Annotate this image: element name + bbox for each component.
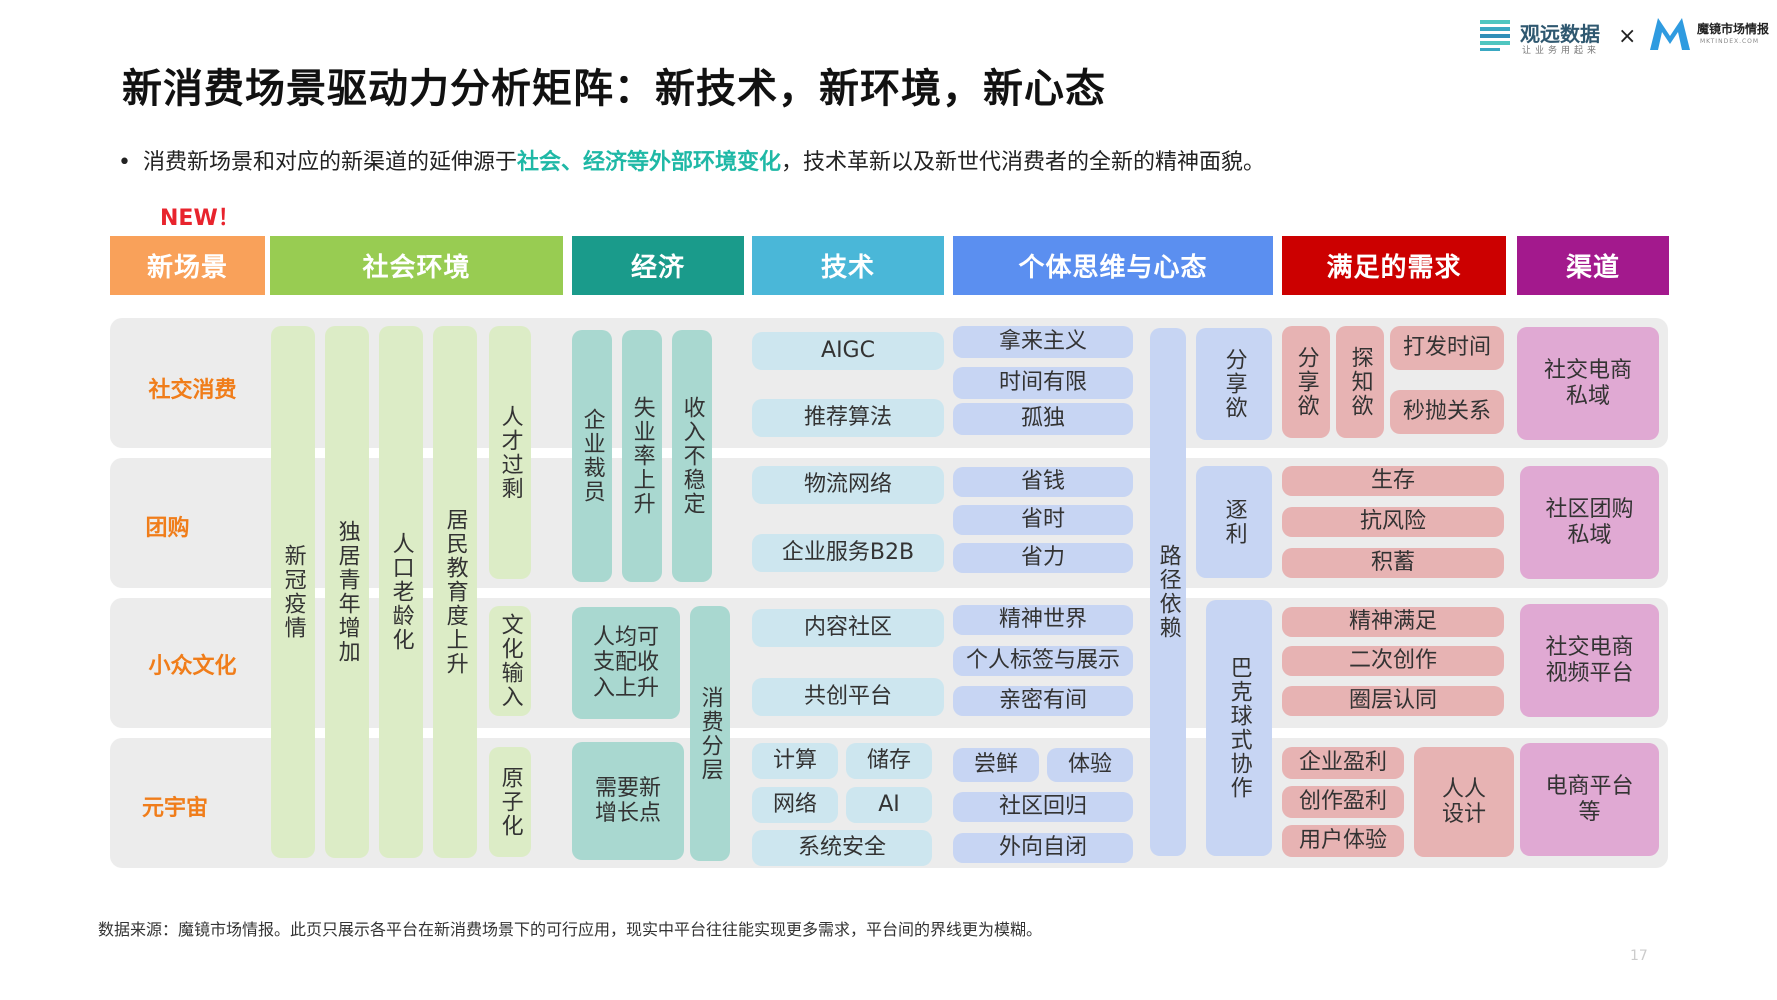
mindset-desire-share: 分享欲: [1196, 328, 1272, 440]
needs-instant-relation: 秒抛关系: [1390, 390, 1504, 434]
needs-risk-resist: 抗风险: [1282, 507, 1504, 537]
tech-cocreation: 共创平台: [752, 678, 944, 716]
mktindex-logo-subtitle: MKTINDEX.COM: [1700, 38, 1760, 45]
guanyuan-logo-text: 观远数据: [1520, 22, 1600, 46]
needs-spirit-satisfy: 精神满足: [1282, 607, 1504, 637]
social-env-education: 居民教育度上升: [433, 326, 477, 858]
needs-creator-profit: 创作盈利: [1282, 786, 1404, 818]
economy-layoffs: 企业裁员: [572, 330, 612, 582]
mindset-experience: 体验: [1047, 748, 1133, 782]
tech-logistics: 物流网络: [752, 466, 944, 504]
mindset-loneliness: 孤独: [953, 403, 1133, 435]
mindset-spiritual-world: 精神世界: [953, 605, 1133, 635]
guanyuan-logo-icon: [1478, 18, 1512, 52]
economy-unemployment: 失业率上升: [622, 330, 662, 582]
needs-enterprise-profit: 企业盈利: [1282, 747, 1404, 779]
mindset-save-money: 省钱: [953, 467, 1133, 497]
new-badge: NEW！: [160, 206, 240, 231]
mindset-personal-tags: 个人标签与展示: [953, 646, 1133, 676]
row-label-group-buy: 团购: [145, 516, 190, 541]
row-label-metaverse: 元宇宙: [141, 796, 208, 821]
needs-everyone-design: 人人设计: [1414, 747, 1514, 857]
source-footnote: 数据来源：魔镜市场情报。此页只展示各平台在新消费场景下的可行应用，现实中平台往往…: [98, 920, 1043, 939]
guanyuan-logo-subtitle: 让业务用起来: [1522, 46, 1601, 56]
mktindex-logo-text: 魔镜市场情报: [1697, 22, 1770, 36]
mindset-try-new: 尝鲜: [953, 748, 1039, 782]
needs-secondary-creation: 二次创作: [1282, 646, 1504, 676]
needs-share: 分享欲: [1282, 326, 1330, 438]
needs-kill-time: 打发时间: [1390, 326, 1504, 370]
bullet-text-pre: 消费新场景和对应的新渠道的延伸源于: [142, 150, 517, 175]
header-channel: 渠道: [1517, 236, 1669, 295]
tech-compute: 计算: [752, 743, 838, 779]
channel-community-groupbuy-private: 社区团购私域: [1520, 466, 1659, 579]
social-env-aging: 人口老龄化: [379, 326, 423, 858]
mindset-barker-collab: 巴克球式协作: [1206, 600, 1272, 856]
mindset-profit-seeking: 逐利: [1196, 466, 1272, 578]
mindset-limited-time: 时间有限: [953, 367, 1133, 399]
channel-ecommerce-platforms: 电商平台等: [1520, 743, 1659, 856]
mindset-community-return: 社区回归: [953, 792, 1133, 822]
tech-storage: 储存: [846, 743, 932, 779]
economy-growth-point: 需要新增长点: [572, 742, 684, 860]
header-scene: 新场景: [110, 236, 265, 295]
tech-recommend-algorithm: 推荐算法: [752, 399, 944, 437]
social-env-single-youth: 独居青年增加: [325, 326, 369, 858]
summary-bullet: • 消费新场景和对应的新渠道的延伸源于社会、经济等外部环境变化，技术革新以及新世代…: [118, 144, 1265, 176]
bullet-text-post: ，技术革新以及新世代消费者的全新的精神面貌。: [781, 150, 1266, 175]
header-tech: 技术: [752, 236, 944, 295]
header-mindset: 个体思维与心态: [953, 236, 1273, 295]
social-env-culture-export: 文化输入: [489, 606, 531, 716]
tech-network: 网络: [752, 787, 838, 823]
social-env-covid: 新冠疫情: [271, 326, 315, 858]
mindset-save-effort: 省力: [953, 543, 1133, 573]
economy-income-instability: 收入不稳定: [672, 330, 712, 582]
needs-savings: 积蓄: [1282, 548, 1504, 578]
needs-user-experience: 用户体验: [1282, 825, 1404, 857]
social-env-talent-surplus: 人才过剩: [489, 326, 531, 579]
economy-income-rise: 人均可支配收入上升: [572, 607, 680, 719]
needs-circle-identity: 圈层认同: [1282, 686, 1504, 716]
economy-consumption-tiering: 消费分层: [690, 606, 730, 861]
tech-content-community: 内容社区: [752, 609, 944, 647]
page-title: 新消费场景驱动力分析矩阵：新技术，新环境，新心态: [122, 66, 1106, 112]
row-label-social: 社交消费: [148, 378, 237, 403]
mindset-outward-closed: 外向自闭: [953, 833, 1133, 863]
header-economy: 经济: [572, 236, 744, 295]
bullet-highlight: 社会、经济等外部环境变化: [517, 150, 782, 175]
bullet-dot: •: [118, 150, 131, 175]
social-env-atomization: 原子化: [489, 747, 531, 857]
page-number: 17: [1630, 948, 1648, 964]
tech-ai: AI: [846, 787, 932, 823]
needs-survival: 生存: [1282, 466, 1504, 496]
times-symbol: ×: [1618, 24, 1637, 49]
mindset-save-time: 省时: [953, 505, 1133, 535]
row-label-niche: 小众文化: [148, 654, 237, 679]
mindset-intimacy: 亲密有间: [953, 686, 1133, 716]
channel-social-ecommerce-video: 社交电商视频平台: [1520, 604, 1659, 717]
channel-social-ecommerce-private: 社交电商私域: [1517, 327, 1659, 440]
mktindex-logo-icon: [1648, 14, 1692, 52]
mindset-path-dependence: 路径依赖: [1150, 328, 1186, 856]
mindset-grabism: 拿来主义: [953, 326, 1133, 358]
header-needs: 满足的需求: [1282, 236, 1506, 295]
header-social-env: 社会环境: [270, 236, 563, 295]
tech-aigc: AIGC: [752, 332, 944, 370]
tech-security: 系统安全: [752, 830, 932, 866]
tech-b2b: 企业服务B2B: [752, 534, 944, 572]
needs-curiosity: 探知欲: [1336, 326, 1384, 438]
